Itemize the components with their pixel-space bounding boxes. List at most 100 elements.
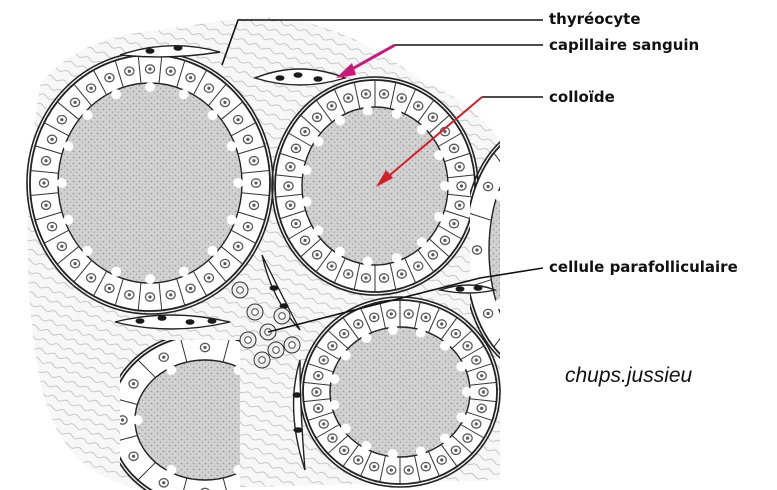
resorption-vacuole [207,110,217,120]
nucleolus [475,422,478,425]
resorption-vacuole [111,89,121,99]
nucleolus [331,344,334,347]
nucleolus [50,225,53,228]
nucleolus [317,374,320,377]
nucleolus [90,276,93,279]
nucleolus [223,101,226,104]
resorption-vacuole [361,441,371,451]
resorption-vacuole [363,106,373,116]
red-blood-cell [208,318,217,324]
nucleolus [424,465,427,468]
nucleolus [364,276,367,279]
nucleolus [44,204,47,207]
resorption-vacuole [335,115,345,125]
nucleolus [431,116,434,119]
resorption-vacuole [388,325,398,335]
resorption-vacuole [301,165,311,175]
resorption-vacuole [392,109,402,119]
nucleolus [424,316,427,319]
resorption-vacuole [434,150,444,160]
nucleolus [316,253,319,256]
nucleolus [417,104,420,107]
nucleolus [207,87,210,90]
nucleolus [73,101,76,104]
resorption-vacuole [416,446,426,456]
resorption-vacuole [83,246,93,256]
resorption-vacuole [329,374,339,384]
nucleolus [390,312,393,315]
thyreocyte-nucleus [548,349,557,357]
nucleolus [343,449,346,452]
resorption-vacuole [440,433,450,443]
nucleolus [90,87,93,90]
red-blood-cell [276,75,285,81]
resorption-vacuole [179,267,189,277]
resorption-vacuole [145,82,155,92]
nucleolus [343,332,346,335]
nucleolus [431,253,434,256]
nucleolus [132,382,135,385]
resorption-vacuole [63,141,73,151]
resorption-vacuole [145,274,155,284]
resorption-vacuole [83,110,93,120]
resorption-vacuole [207,246,217,256]
nucleolus [237,245,240,248]
nucleolus [480,374,483,377]
nucleolus [303,130,306,133]
nucleolus [330,104,333,107]
nucleolus [407,312,410,315]
nucleolus [373,316,376,319]
resorption-vacuole [544,157,554,167]
thyreocyte-nucleus [512,349,521,357]
nucleolus [203,346,206,349]
red-blood-cell [186,319,195,325]
resorption-vacuole [179,89,189,99]
nucleolus [42,181,45,184]
resorption-vacuole [57,178,67,188]
resorption-vacuole [301,197,311,207]
resorption-vacuole [227,215,237,225]
nucleolus [454,332,457,335]
resorption-vacuole [494,191,504,201]
nucleolus [452,222,455,225]
resorption-vacuole [341,424,351,434]
nucleolus [373,465,376,468]
nucleolus [148,67,151,70]
red-blood-cell [294,427,303,433]
resorption-vacuole [166,465,176,475]
nucleolus [440,322,443,325]
nucleolus [252,204,255,207]
nucleolus [148,295,151,298]
red-blood-cell [474,285,483,291]
nucleolus [551,351,554,354]
nucleolus [246,225,249,228]
resorption-vacuole [363,256,373,266]
nucleolus [458,165,461,168]
resorption-vacuole [417,125,427,135]
label-thyreocyte: thyréocyte [549,10,641,28]
nucleolus [44,159,47,162]
nucleolus [357,458,360,461]
resorption-vacuole [227,141,237,151]
resorption-vacuole [313,136,323,146]
resorption-vacuole [133,415,143,425]
thyreocyte-nucleus [588,246,597,254]
nucleolus [475,358,478,361]
resorption-vacuole [417,237,427,247]
nucleolus [316,116,319,119]
resorption-vacuole [462,387,472,397]
resorption-vacuole [335,247,345,257]
nucleolus [132,455,135,458]
nucleolus [480,407,483,410]
thyreocyte-nucleus [577,309,586,317]
resorption-vacuole [341,350,351,360]
nucleolus [189,76,192,79]
nucleolus [128,293,131,296]
cell-border [579,280,602,287]
resorption-vacuole [494,299,504,309]
nucleolus [303,239,306,242]
nucleolus [322,422,325,425]
red-blood-cell [294,72,303,78]
nucleolus [254,181,257,184]
nucleolus [330,265,333,268]
